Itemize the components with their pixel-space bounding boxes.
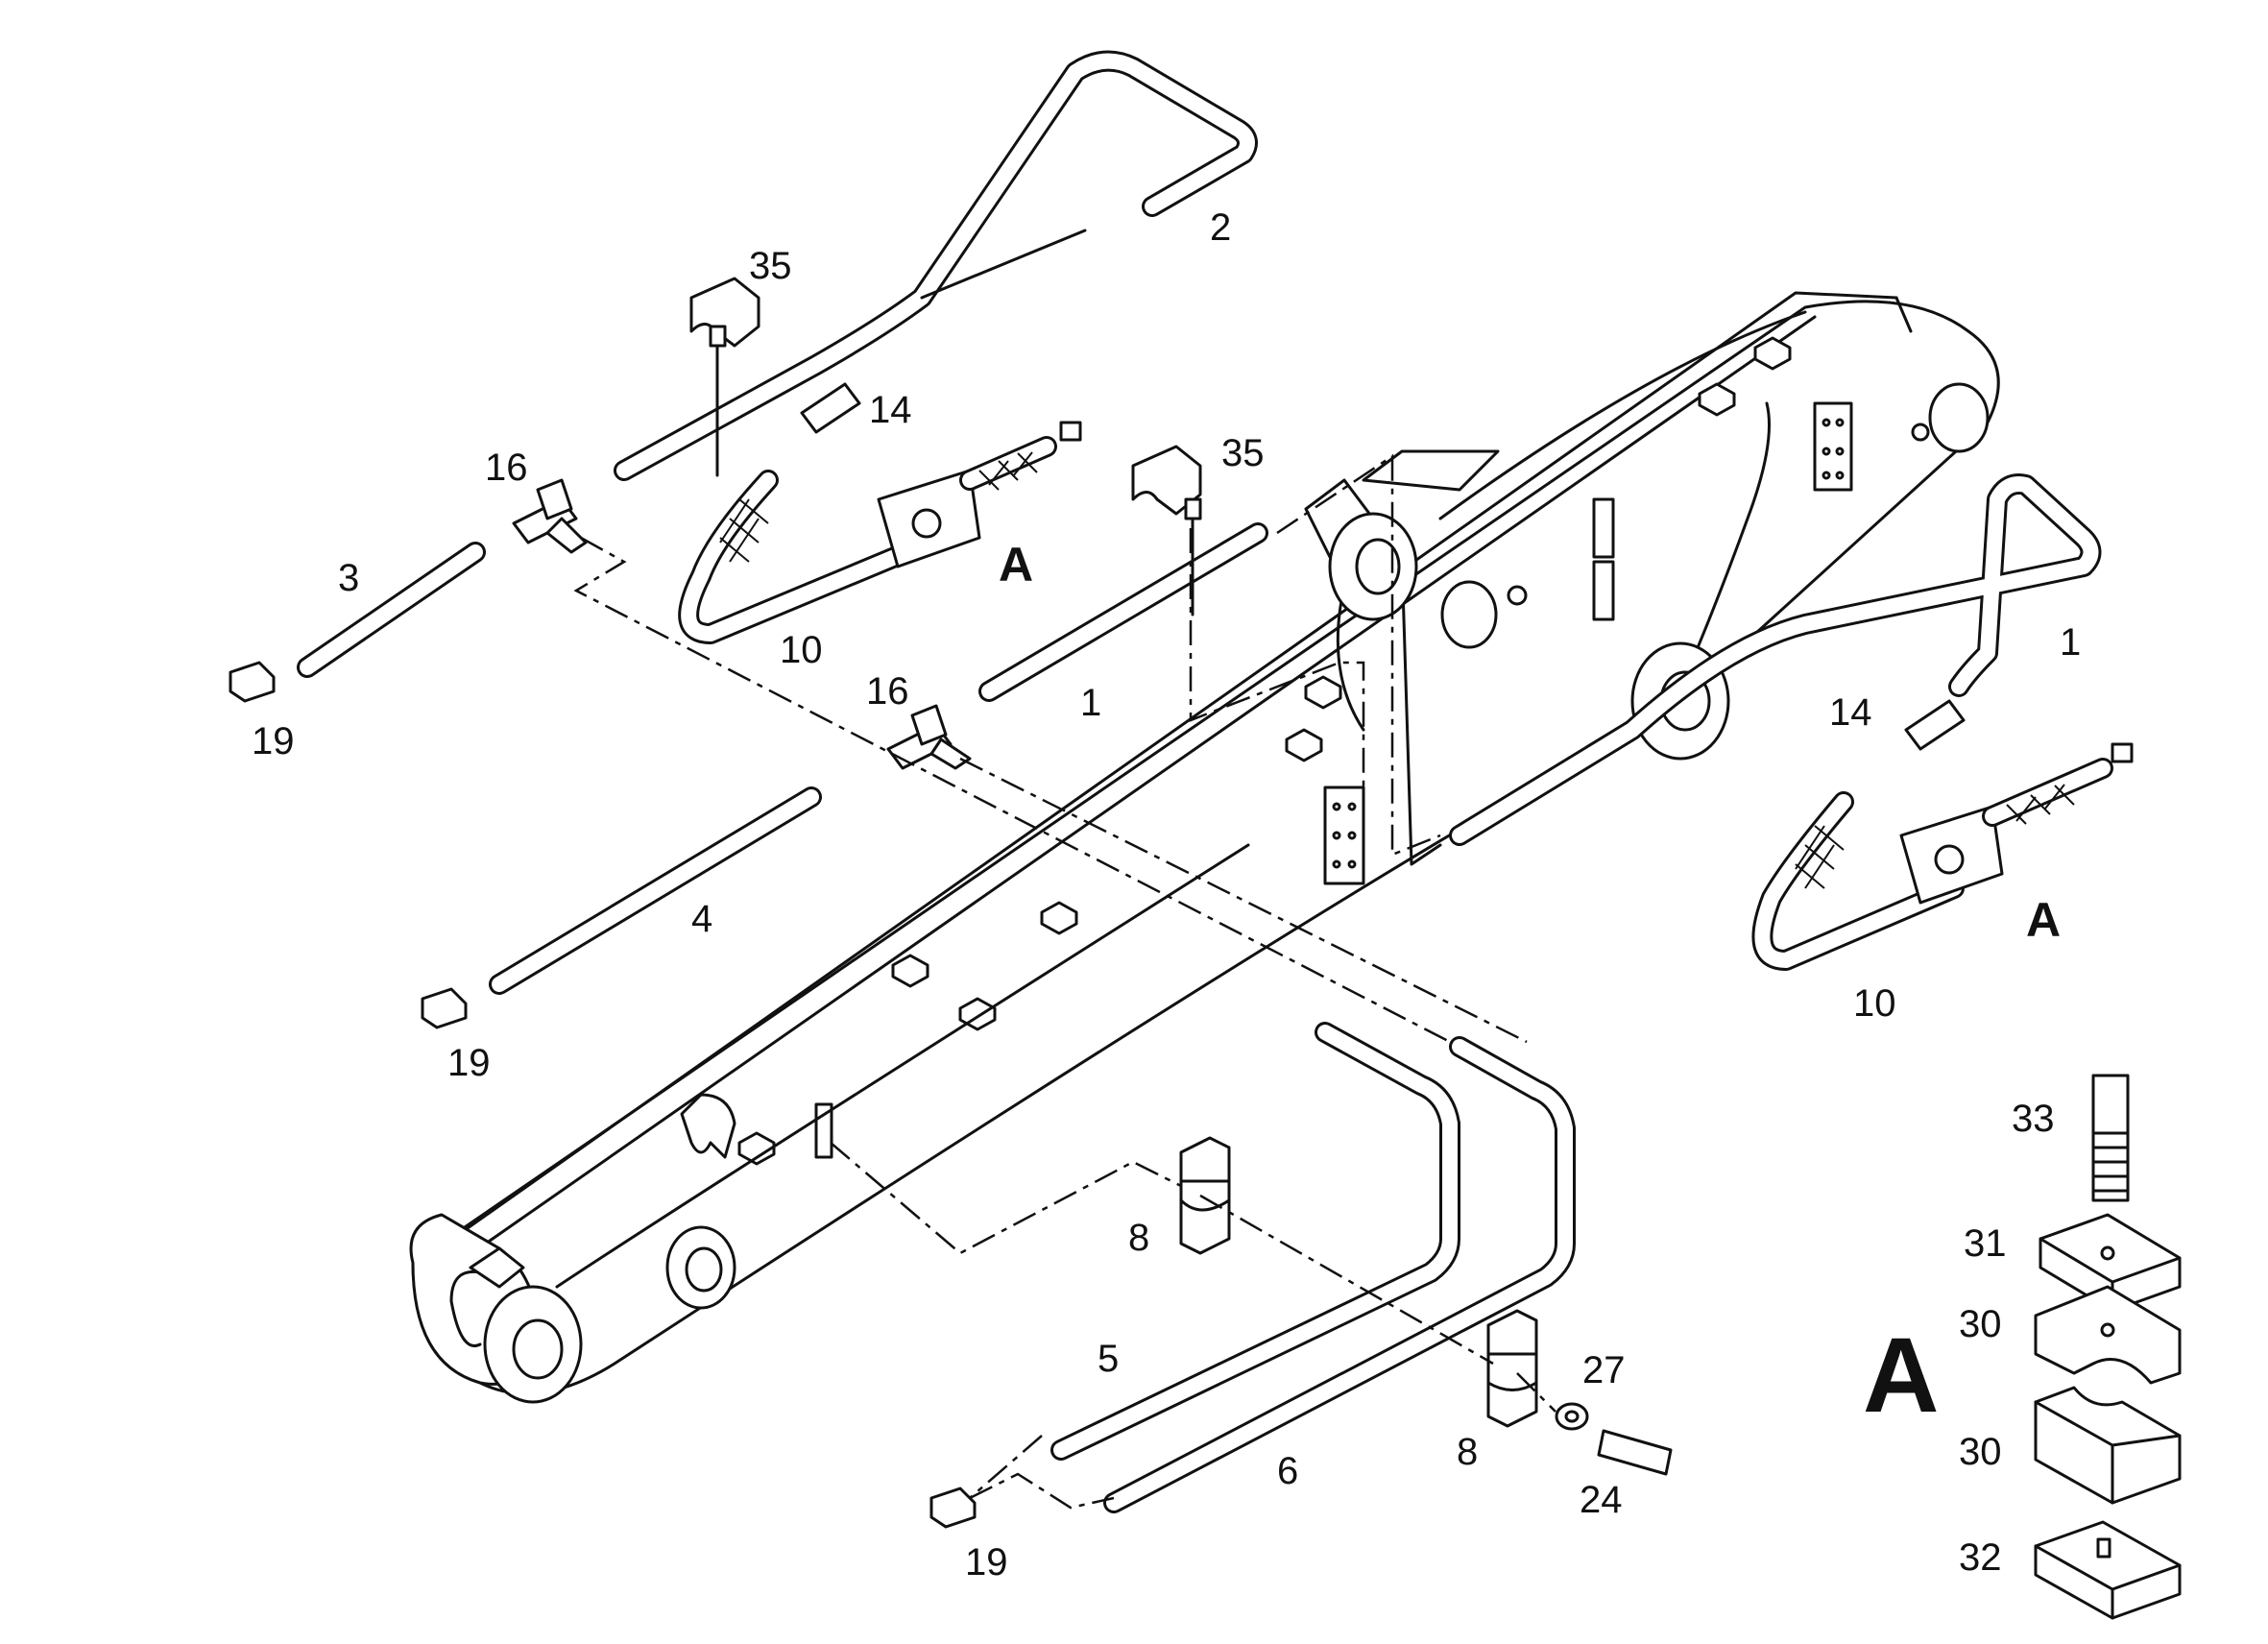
callout-1-right: 1: [2060, 621, 2081, 664]
pipe-1-right: [1449, 473, 2102, 846]
hose-assembly-10-upper: [678, 421, 1082, 644]
callout-6: 6: [1277, 1450, 1298, 1492]
callout-24: 24: [1580, 1479, 1623, 1521]
plugs-19: [229, 661, 977, 1529]
adapter-14-upper: [800, 382, 861, 434]
callout-3: 3: [338, 557, 359, 599]
clamp-block-8-upper: [1179, 1136, 1231, 1255]
tee-fitting-16-lower: [886, 704, 972, 770]
bolt-24: [1597, 1429, 1673, 1476]
clamp-block-8-lower: [1486, 1309, 1538, 1428]
detail-a-assembly: [2034, 1074, 2182, 1620]
callout-16-upper: 16: [485, 447, 528, 489]
clamp-35-upper: [689, 277, 760, 477]
pipe-4: [489, 786, 822, 995]
pipe-6: [1103, 1036, 1576, 1513]
callout-32: 32: [1959, 1536, 2002, 1579]
hose-assembly-10-lower: [1751, 742, 2134, 971]
callout-labels: 2 35 14 16 35 A 3 10 19 16 1 1 14 A 10 4…: [252, 206, 2081, 1584]
callout-a-upper: A: [999, 538, 1033, 592]
callout-1-left: 1: [1080, 682, 1101, 724]
tee-fitting-16-upper: [512, 478, 588, 554]
callout-30-upper: 30: [1959, 1303, 2002, 1345]
callout-10-lower: 10: [1853, 982, 1896, 1025]
leader-lines: [573, 453, 1556, 1510]
callout-14-lower: 14: [1829, 691, 1872, 734]
callout-a-lower: A: [2026, 893, 2061, 947]
callout-8-upper: 8: [1128, 1217, 1149, 1259]
callout-35-lower: 35: [1221, 432, 1265, 474]
boom-arm: [409, 291, 2000, 1404]
callout-31: 31: [1964, 1222, 2007, 1265]
pipe-1-upper: [978, 522, 1268, 702]
callout-35-upper: 35: [749, 245, 792, 287]
callout-14-upper: 14: [869, 389, 912, 431]
callout-10-upper: 10: [780, 629, 823, 671]
callout-19-upper: 19: [252, 720, 295, 762]
callout-4: 4: [691, 898, 712, 940]
callout-16-lower: 16: [866, 670, 909, 713]
pipe-3: [297, 542, 486, 678]
pipe-5: [1050, 1022, 1460, 1461]
adapter-14-lower: [1904, 699, 1966, 751]
callout-19-lower: 19: [965, 1541, 1008, 1584]
callout-27: 27: [1582, 1349, 1626, 1391]
washer-27: [1555, 1402, 1589, 1431]
callout-5: 5: [1098, 1338, 1119, 1380]
detail-a-label: A: [1863, 1317, 1939, 1435]
callout-8-lower: 8: [1457, 1431, 1478, 1473]
clamp-35-lower: [1131, 445, 1202, 616]
callout-19-middle: 19: [447, 1042, 491, 1084]
callout-2: 2: [1210, 206, 1231, 249]
callout-30-lower: 30: [1959, 1431, 2002, 1473]
pipe-2: [614, 50, 1258, 481]
callout-33: 33: [2012, 1098, 2055, 1140]
